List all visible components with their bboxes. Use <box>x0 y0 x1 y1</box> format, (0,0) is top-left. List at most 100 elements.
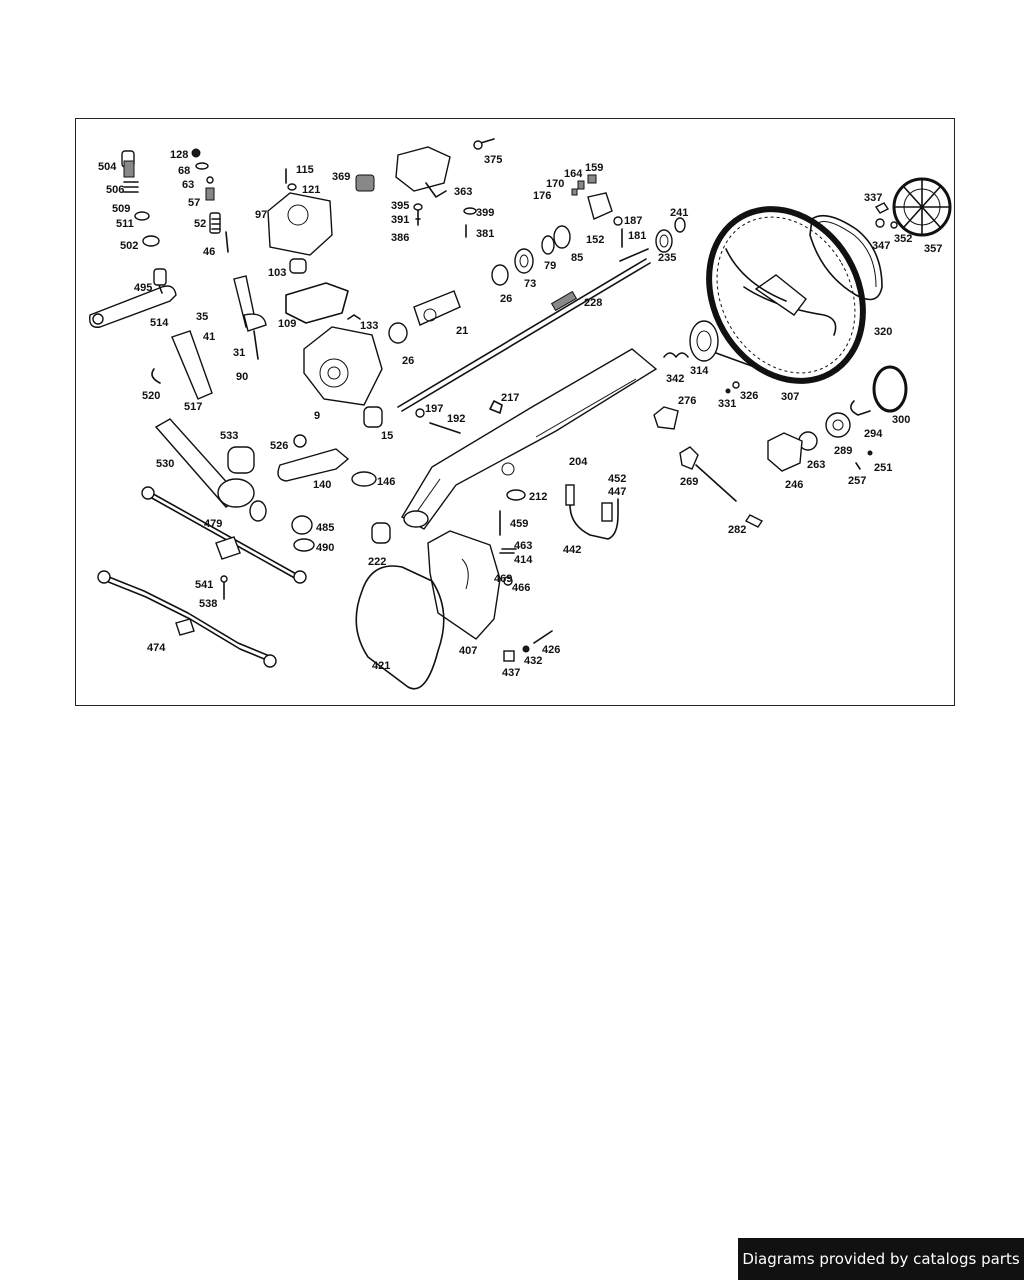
part-label-128: 128 <box>170 149 188 161</box>
part-label-526: 526 <box>270 440 288 452</box>
part-label-517: 517 <box>184 401 202 413</box>
part-label-352: 352 <box>894 233 912 245</box>
part-label-146: 146 <box>377 476 395 488</box>
part-label-103: 103 <box>268 267 286 279</box>
part-label-452: 452 <box>608 473 626 485</box>
part-label-97: 97 <box>255 209 267 221</box>
part-label-63: 63 <box>182 179 194 191</box>
part-drawings <box>89 138 952 690</box>
part-label-320: 320 <box>874 326 892 338</box>
part-label-52: 52 <box>194 218 206 230</box>
part-label-432: 432 <box>524 655 542 667</box>
part-label-469: 469 <box>494 573 512 585</box>
part-label-164: 164 <box>564 168 583 180</box>
part-label-204: 204 <box>569 456 588 468</box>
part-label-79: 79 <box>544 260 556 272</box>
part-label-490: 490 <box>316 542 334 554</box>
part-label-479: 479 <box>204 518 222 530</box>
part-label-197: 197 <box>425 403 443 415</box>
part-label-331: 331 <box>718 398 736 410</box>
part-label-176: 176 <box>533 190 551 202</box>
part-label-212: 212 <box>529 491 547 503</box>
part-label-506: 506 <box>106 184 124 196</box>
part-label-363: 363 <box>454 186 472 198</box>
part-labels: 504 128 68 63 57 506 509 511 502 52 46 4… <box>98 149 942 679</box>
diagram-credit-badge: Diagrams provided by catalogs parts <box>738 1238 1024 1280</box>
part-label-375: 375 <box>484 154 502 166</box>
part-label-282: 282 <box>728 524 746 536</box>
part-label-246: 246 <box>785 479 803 491</box>
part-label-222: 222 <box>368 556 386 568</box>
part-label-9: 9 <box>314 410 320 422</box>
part-label-495: 495 <box>134 282 152 294</box>
part-label-381: 381 <box>476 228 494 240</box>
part-label-395: 395 <box>391 200 409 212</box>
part-label-235: 235 <box>658 252 676 264</box>
part-label-538: 538 <box>199 598 217 610</box>
part-label-121: 121 <box>302 184 320 196</box>
part-label-426: 426 <box>542 644 560 656</box>
part-label-159: 159 <box>585 162 603 174</box>
part-label-294: 294 <box>864 428 883 440</box>
part-label-41: 41 <box>203 331 215 343</box>
part-label-463: 463 <box>514 540 532 552</box>
part-label-257: 257 <box>848 475 866 487</box>
part-label-369: 369 <box>332 171 350 183</box>
part-label-133: 133 <box>360 320 378 332</box>
part-label-217: 217 <box>501 392 519 404</box>
part-label-459: 459 <box>510 518 528 530</box>
part-label-152: 152 <box>586 234 604 246</box>
part-label-509: 509 <box>112 203 130 215</box>
part-label-192: 192 <box>447 413 465 425</box>
part-label-520: 520 <box>142 390 160 402</box>
part-label-514: 514 <box>150 317 169 329</box>
part-label-474: 474 <box>147 642 166 654</box>
part-label-73: 73 <box>524 278 536 290</box>
steering-wheel-drawing <box>706 206 866 384</box>
part-label-541: 541 <box>195 579 213 591</box>
part-label-26-lower: 26 <box>402 355 414 367</box>
parts-diagram-frame: 504 128 68 63 57 506 509 511 502 52 46 4… <box>75 118 955 706</box>
part-label-57: 57 <box>188 197 200 209</box>
part-label-533: 533 <box>220 430 238 442</box>
part-label-447: 447 <box>608 486 626 498</box>
part-label-300: 300 <box>892 414 910 426</box>
part-label-391: 391 <box>391 214 409 226</box>
part-label-399: 399 <box>476 207 494 219</box>
part-label-31: 31 <box>233 347 245 359</box>
part-label-251: 251 <box>874 462 892 474</box>
part-label-228: 228 <box>584 297 602 309</box>
part-label-276: 276 <box>678 395 696 407</box>
part-label-357: 357 <box>924 243 942 255</box>
part-label-109: 109 <box>278 318 296 330</box>
part-label-326: 326 <box>740 390 758 402</box>
part-label-85: 85 <box>571 252 583 264</box>
part-label-187: 187 <box>624 215 642 227</box>
part-label-421: 421 <box>372 660 390 672</box>
part-label-314: 314 <box>690 365 709 377</box>
exploded-parts-diagram: 504 128 68 63 57 506 509 511 502 52 46 4… <box>89 138 952 690</box>
part-label-337: 337 <box>864 192 882 204</box>
part-label-115: 115 <box>296 164 314 176</box>
part-label-442: 442 <box>563 544 581 556</box>
part-label-485: 485 <box>316 522 334 534</box>
part-label-21: 21 <box>456 325 468 337</box>
part-label-307: 307 <box>781 391 799 403</box>
part-label-26: 26 <box>500 293 512 305</box>
part-label-140: 140 <box>313 479 331 491</box>
part-label-15: 15 <box>381 430 393 442</box>
part-label-46: 46 <box>203 246 215 258</box>
part-label-347: 347 <box>872 240 890 252</box>
part-label-289: 289 <box>834 445 852 457</box>
credit-text: Diagrams provided by catalogs parts <box>742 1250 1020 1268</box>
part-label-504: 504 <box>98 161 117 173</box>
part-label-466: 466 <box>512 582 530 594</box>
part-label-68: 68 <box>178 165 190 177</box>
part-label-414: 414 <box>514 554 533 566</box>
part-label-170: 170 <box>546 178 564 190</box>
part-label-511: 511 <box>116 218 134 230</box>
part-label-437: 437 <box>502 667 520 679</box>
part-label-35: 35 <box>196 311 208 323</box>
part-label-90: 90 <box>236 371 248 383</box>
part-label-263: 263 <box>807 459 825 471</box>
